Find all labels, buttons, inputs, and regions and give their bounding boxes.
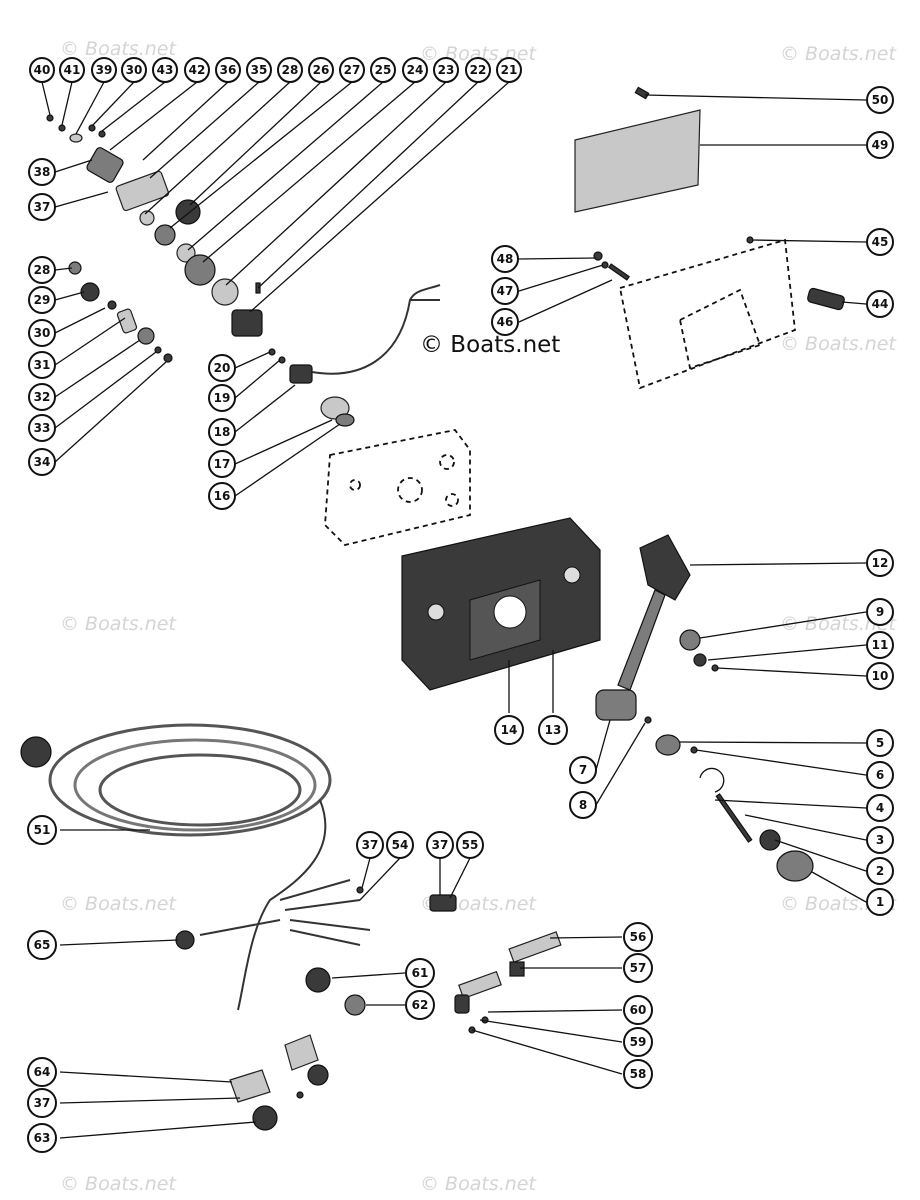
callout-label: 63 bbox=[34, 1131, 51, 1145]
callout-label: 6 bbox=[876, 768, 884, 782]
callout-label: 65 bbox=[34, 938, 51, 952]
cover-plate bbox=[574, 86, 845, 390]
callout-label: 24 bbox=[407, 63, 424, 77]
wiring-harness bbox=[20, 723, 562, 1131]
callout-label: 28 bbox=[34, 263, 51, 277]
callout-label: 20 bbox=[214, 361, 231, 375]
callout-label: 19 bbox=[214, 391, 231, 405]
callout-label: 59 bbox=[630, 1035, 647, 1049]
callout-label: 45 bbox=[872, 235, 889, 249]
callout-label: 38 bbox=[34, 165, 51, 179]
callout-label: 58 bbox=[630, 1067, 647, 1081]
callout-label: 17 bbox=[214, 457, 231, 471]
callout-label: 54 bbox=[392, 838, 409, 852]
callout-label: 31 bbox=[34, 358, 51, 372]
callout-label: 11 bbox=[872, 638, 889, 652]
callout-label: 47 bbox=[497, 284, 514, 298]
callout-label: 28 bbox=[282, 63, 299, 77]
watermark: © Boats.net bbox=[60, 1173, 177, 1195]
callout-label: 60 bbox=[630, 1003, 647, 1017]
callout-label: 9 bbox=[876, 605, 884, 619]
callout-label: 37 bbox=[362, 838, 379, 852]
callout-label: 23 bbox=[438, 63, 455, 77]
callout-label: 57 bbox=[630, 961, 647, 975]
callout-label: 36 bbox=[220, 63, 237, 77]
callout-label: 27 bbox=[344, 63, 361, 77]
callout-label: 62 bbox=[412, 998, 429, 1012]
callout-label: 35 bbox=[251, 63, 268, 77]
callout-label: 7 bbox=[579, 763, 587, 777]
watermark: © Boats.net bbox=[780, 333, 897, 355]
main-watermark: © Boats.net bbox=[420, 332, 560, 358]
gauge-housing-parts bbox=[46, 114, 441, 427]
callout-label: 61 bbox=[412, 966, 429, 980]
callout-label: 21 bbox=[501, 63, 518, 77]
callouts: 40 41 39 30 43 42 36 35 28 26 27 25 24 2… bbox=[27, 57, 894, 1153]
callout-label: 30 bbox=[34, 326, 51, 340]
callout-label: 55 bbox=[462, 838, 479, 852]
callout-label: 13 bbox=[545, 723, 562, 737]
remote-control-box bbox=[401, 517, 601, 691]
callout-label: 18 bbox=[214, 425, 231, 439]
callout-label: 56 bbox=[630, 930, 647, 944]
callout-label: 12 bbox=[872, 556, 889, 570]
callout-label: 50 bbox=[872, 93, 889, 107]
callout-label: 49 bbox=[872, 138, 889, 152]
callout-label: 25 bbox=[375, 63, 392, 77]
callout-label: 43 bbox=[157, 63, 174, 77]
callout-label: 37 bbox=[432, 838, 449, 852]
callout-label: 46 bbox=[497, 315, 514, 329]
callout-label: 16 bbox=[214, 489, 231, 503]
callout-label: 29 bbox=[34, 293, 51, 307]
callout-label: 34 bbox=[34, 455, 51, 469]
callout-label: 32 bbox=[34, 390, 51, 404]
callout-label: 39 bbox=[96, 63, 113, 77]
control-handle bbox=[595, 534, 814, 882]
callout-label: 26 bbox=[313, 63, 330, 77]
callout-label: 5 bbox=[876, 736, 884, 750]
callout-label: 41 bbox=[64, 63, 81, 77]
callout-label: 2 bbox=[876, 864, 884, 878]
leader-lines bbox=[41, 81, 867, 1139]
gauge-plate-outline bbox=[324, 429, 471, 546]
watermark: © Boats.net bbox=[60, 613, 177, 635]
callout-label: 4 bbox=[876, 801, 884, 815]
callout-label: 40 bbox=[34, 63, 51, 77]
callout-label: 44 bbox=[872, 297, 889, 311]
callout-label: 37 bbox=[34, 200, 51, 214]
callout-label: 48 bbox=[497, 252, 514, 266]
watermark: © Boats.net bbox=[60, 893, 177, 915]
callout-label: 14 bbox=[501, 723, 518, 737]
callout-label: 64 bbox=[34, 1065, 51, 1079]
callout-label: 33 bbox=[34, 421, 51, 435]
callout-label: 42 bbox=[189, 63, 206, 77]
callout-label: 1 bbox=[876, 895, 884, 909]
callout-label: 37 bbox=[34, 1096, 51, 1110]
callout-label: 30 bbox=[126, 63, 143, 77]
callout-label: 3 bbox=[876, 833, 884, 847]
watermark: © Boats.net bbox=[60, 38, 177, 60]
callout-label: 8 bbox=[579, 798, 587, 812]
watermark: © Boats.net bbox=[420, 1173, 537, 1195]
callout-label: 10 bbox=[872, 669, 889, 683]
callout-label: 51 bbox=[34, 823, 51, 837]
watermark: © Boats.net bbox=[780, 43, 897, 65]
callout-label: 22 bbox=[470, 63, 487, 77]
